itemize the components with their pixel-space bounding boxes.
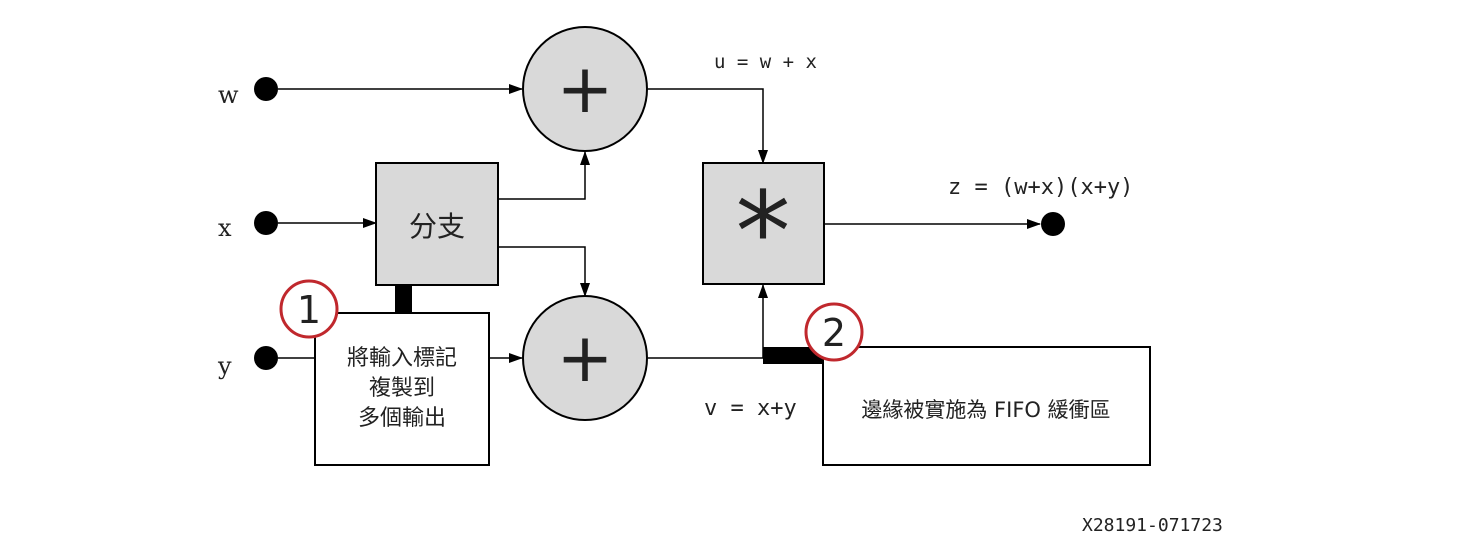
equation-u: u = w + x bbox=[714, 51, 817, 73]
edge-u-to-multiplier bbox=[648, 88, 768, 164]
input-node-w bbox=[254, 77, 278, 101]
equation-v: v = x+y bbox=[704, 396, 797, 421]
note-1-line-1: 將輸入標記 bbox=[347, 346, 457, 371]
adder-node-bottom bbox=[522, 295, 648, 421]
branch-label: 分支 bbox=[409, 210, 465, 243]
multiplier-node bbox=[702, 162, 825, 285]
note-1-line-3: 多個輸出 bbox=[358, 406, 446, 431]
figure-id: X28191-071723 bbox=[1082, 515, 1223, 536]
note-box-2 bbox=[822, 346, 1151, 466]
output-node-z bbox=[1041, 212, 1065, 236]
branch-port-connector bbox=[395, 285, 412, 313]
fifo-buffer-connector bbox=[763, 347, 823, 364]
input-label-x: x bbox=[218, 214, 232, 242]
marker-2-ring bbox=[804, 302, 864, 362]
branch-node bbox=[375, 162, 499, 286]
input-node-x bbox=[254, 211, 278, 235]
edge-branch-to-adder-bottom bbox=[498, 246, 590, 297]
marker-1-number: 1 bbox=[297, 288, 321, 332]
edge-branch-to-adder-top bbox=[498, 151, 590, 200]
input-label-w: w bbox=[218, 81, 239, 109]
input-label-y: y bbox=[217, 352, 232, 380]
multiplier-symbol: * bbox=[736, 168, 791, 296]
note-2-text: 邊緣被實施為 FIFO 緩衝區 bbox=[861, 398, 1110, 422]
note-1-line-2: 複製到 bbox=[369, 376, 435, 401]
adder-symbol-bottom: + bbox=[557, 319, 614, 398]
adder-node-top bbox=[522, 26, 648, 152]
marker-2-number: 2 bbox=[822, 311, 846, 355]
adder-symbol-top: + bbox=[557, 50, 614, 129]
input-node-y bbox=[254, 346, 278, 370]
marker-1-ring bbox=[279, 279, 339, 339]
equation-z: z = (w+x)(x+y) bbox=[948, 175, 1133, 200]
note-box-1 bbox=[314, 312, 490, 466]
